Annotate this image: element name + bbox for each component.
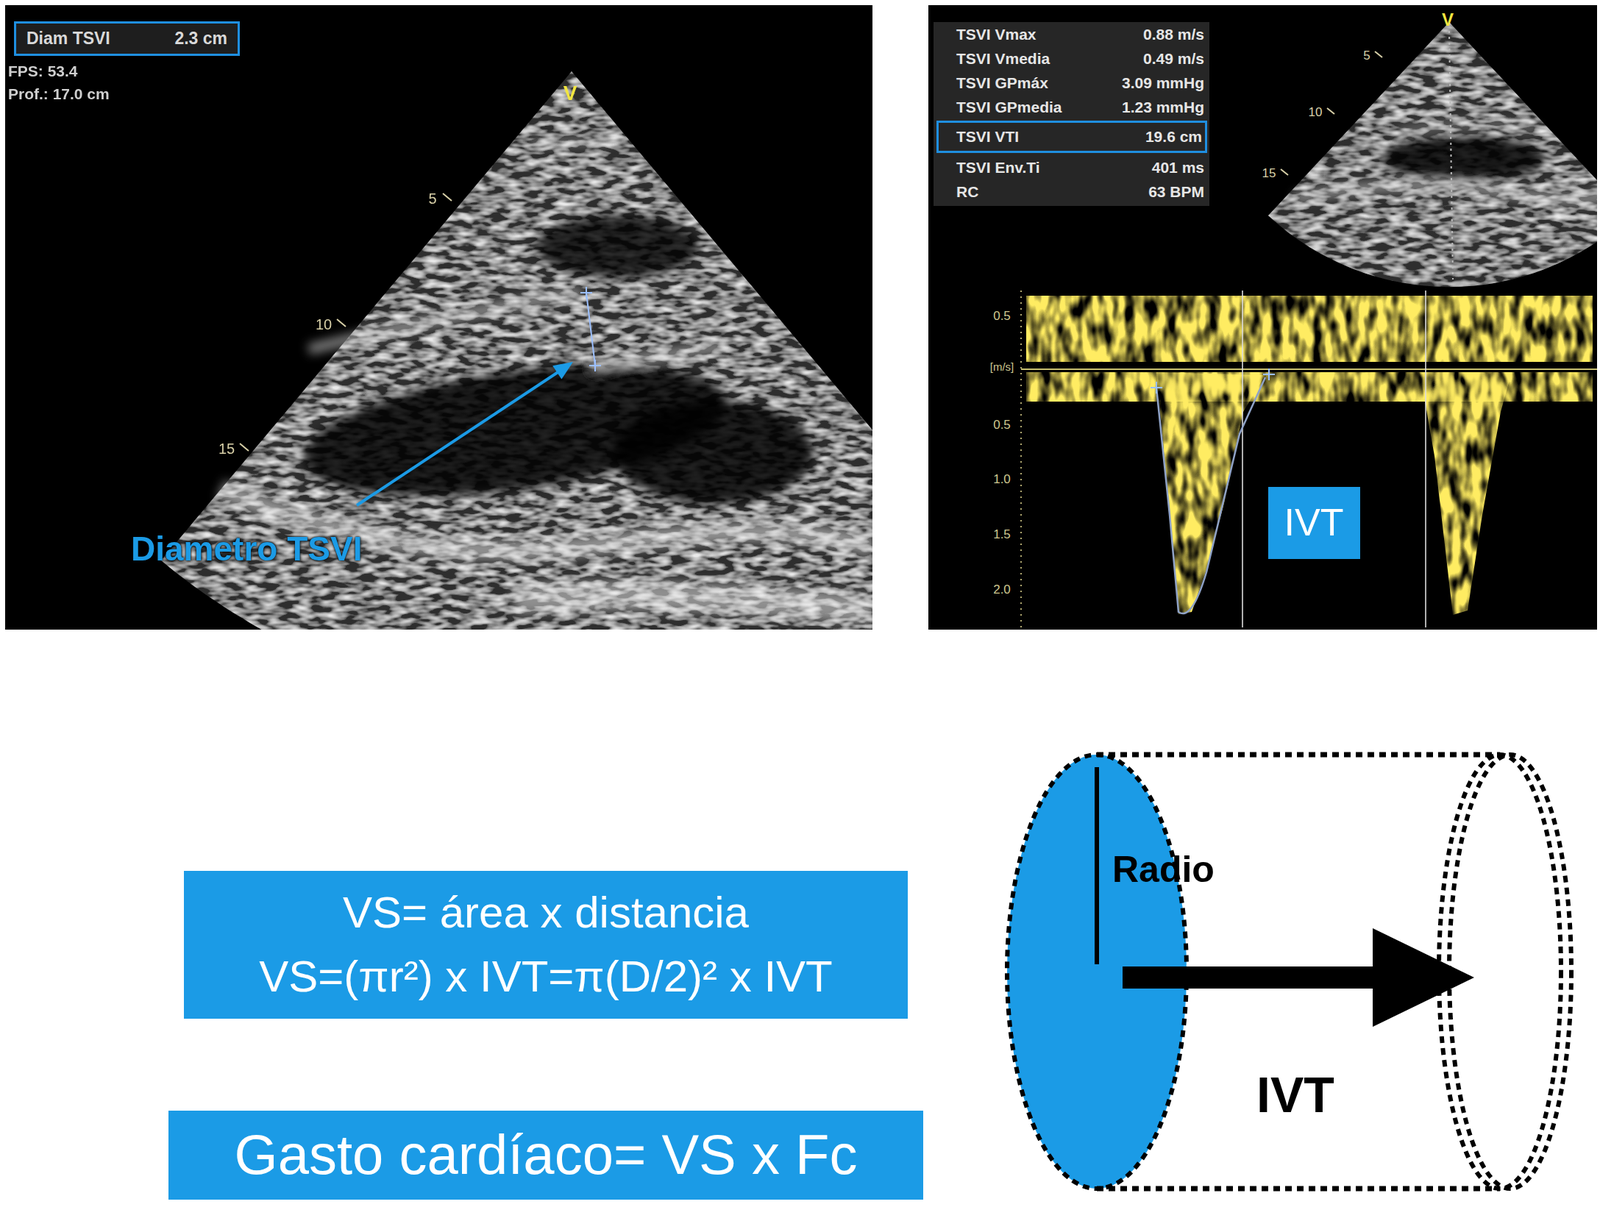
measurement-box: Diam TSVI 2.3 cm bbox=[13, 21, 240, 56]
outflow-cavity bbox=[537, 215, 699, 278]
probe-marker: V bbox=[1441, 9, 1454, 31]
scale-axis bbox=[1020, 290, 1022, 628]
screen-readout: FPS: 53.4 bbox=[8, 62, 78, 81]
depth-mark: 10 bbox=[315, 316, 332, 334]
caliper bbox=[580, 286, 602, 372]
tissue-wall bbox=[1397, 124, 1538, 133]
depth-tick bbox=[1374, 51, 1383, 58]
caliper-end bbox=[594, 359, 596, 372]
trace-markers bbox=[1150, 368, 1275, 394]
echo-thumbnail bbox=[1268, 22, 1598, 287]
ultrasound-sector bbox=[1268, 22, 1598, 287]
depth-mark: 5 bbox=[1363, 48, 1370, 64]
trace-marker bbox=[1155, 381, 1158, 394]
depth-ticks bbox=[1280, 51, 1383, 176]
measurement-value: 0.88 m/s bbox=[1143, 25, 1205, 44]
ecg-marker bbox=[1241, 290, 1244, 628]
box-text: VS=(πr²) x IVT=π(D/2)² x IVT bbox=[258, 944, 833, 1009]
diagram-label: IVT bbox=[1256, 1065, 1335, 1124]
screen-readout: Prof.: 17.0 cm bbox=[8, 85, 110, 103]
pericardium bbox=[514, 595, 873, 611]
depth-tick bbox=[336, 319, 346, 327]
box-text: 19.6 cm bbox=[1145, 127, 1203, 146]
measurement-table bbox=[933, 22, 1210, 206]
depth-tick bbox=[1280, 169, 1289, 176]
cavity bbox=[1382, 136, 1545, 181]
measurement-name: TSVI GPmáx bbox=[956, 74, 1049, 92]
probe-marker: V bbox=[563, 81, 578, 106]
measurement-box: TSVI VTI 19.6 cm bbox=[936, 120, 1208, 154]
leader-arrow bbox=[356, 361, 574, 506]
spectral-envelope bbox=[1419, 372, 1512, 615]
doppler-spectrum bbox=[1021, 290, 1598, 628]
arrowhead bbox=[552, 361, 574, 380]
scale-value: 2.0 bbox=[993, 582, 1011, 598]
box-text: IVT bbox=[1284, 500, 1344, 546]
baseline bbox=[1021, 368, 1598, 371]
scale-value: 0.5 bbox=[993, 308, 1011, 324]
measurement-value: 401 ms bbox=[1152, 158, 1205, 177]
septum bbox=[308, 292, 582, 350]
tissue-wall bbox=[1294, 186, 1598, 201]
tissue bbox=[1294, 124, 1598, 201]
cylinder-outline bbox=[1096, 752, 1500, 758]
depth-mark: 15 bbox=[1262, 166, 1277, 181]
depth-ticks bbox=[239, 193, 452, 451]
box-text: 2.3 cm bbox=[174, 28, 228, 50]
depth-mark: 10 bbox=[1308, 105, 1323, 120]
scale-value: 1.5 bbox=[993, 527, 1011, 543]
measurement-name: TSVI GPmedia bbox=[956, 98, 1063, 117]
cylinder-drawing bbox=[985, 750, 1582, 1200]
diagram-label: Radio bbox=[1112, 848, 1215, 892]
doppler-cursor bbox=[1449, 30, 1453, 280]
scale-value: 0.5 bbox=[993, 417, 1011, 433]
depth-tick bbox=[1327, 108, 1335, 115]
flow-arrow bbox=[1122, 966, 1377, 989]
leader-line bbox=[356, 370, 562, 506]
vti-trace bbox=[1156, 377, 1266, 614]
near-field bbox=[529, 141, 611, 144]
depth-mark: 15 bbox=[218, 440, 235, 458]
measurement-name: TSVI Env.Ti bbox=[956, 158, 1041, 177]
box-text: Gasto cardíaco= VS x Fc bbox=[234, 1121, 858, 1189]
depth-mark: 5 bbox=[428, 190, 437, 208]
label-box: IVT bbox=[1268, 486, 1361, 560]
formula-box: Gasto cardíaco= VS x Fc bbox=[168, 1110, 924, 1200]
cylinder-outline bbox=[1096, 1186, 1500, 1192]
flow-cylinder: RadioIVT bbox=[985, 750, 1582, 1200]
trace-marker bbox=[1268, 368, 1270, 381]
measurement-value: 0.49 m/s bbox=[1143, 50, 1205, 68]
measurement-value: 3.09 mmHg bbox=[1121, 74, 1205, 92]
cylinder-end bbox=[1449, 754, 1572, 1189]
measurement-name: TSVI Vmedia bbox=[956, 50, 1050, 68]
formula-box: VS= área x distanciaVS=(πr²) x IVT=π(D/2… bbox=[183, 870, 908, 1019]
atrium-cavity bbox=[614, 400, 813, 504]
spectrum-noise bbox=[1026, 295, 1593, 362]
box-text: Diam TSVI bbox=[26, 28, 111, 50]
callout-label: Diametro TSVI bbox=[130, 529, 362, 569]
depth-tick bbox=[442, 193, 452, 201]
measurement-value: 1.23 mmHg bbox=[1121, 98, 1205, 117]
measurement-name: TSVI Vmax bbox=[956, 25, 1037, 44]
box-text: TSVI VTI bbox=[956, 127, 1019, 146]
scale-unit: [m/s] bbox=[990, 360, 1015, 373]
box-text: VS= área x distancia bbox=[342, 880, 749, 945]
ecg-marker bbox=[1424, 290, 1427, 628]
spectral-envelope bbox=[1156, 372, 1266, 615]
depth-tick bbox=[239, 443, 249, 451]
measurement-name: RC bbox=[956, 183, 979, 201]
aortic-wall bbox=[592, 347, 725, 368]
arrowhead bbox=[1372, 928, 1475, 1027]
radius-line bbox=[1094, 767, 1100, 965]
measurement-value: 63 BPM bbox=[1148, 183, 1205, 201]
caliper-line bbox=[586, 292, 596, 366]
caliper-end bbox=[585, 286, 588, 299]
scale-value: 1.0 bbox=[993, 472, 1011, 487]
